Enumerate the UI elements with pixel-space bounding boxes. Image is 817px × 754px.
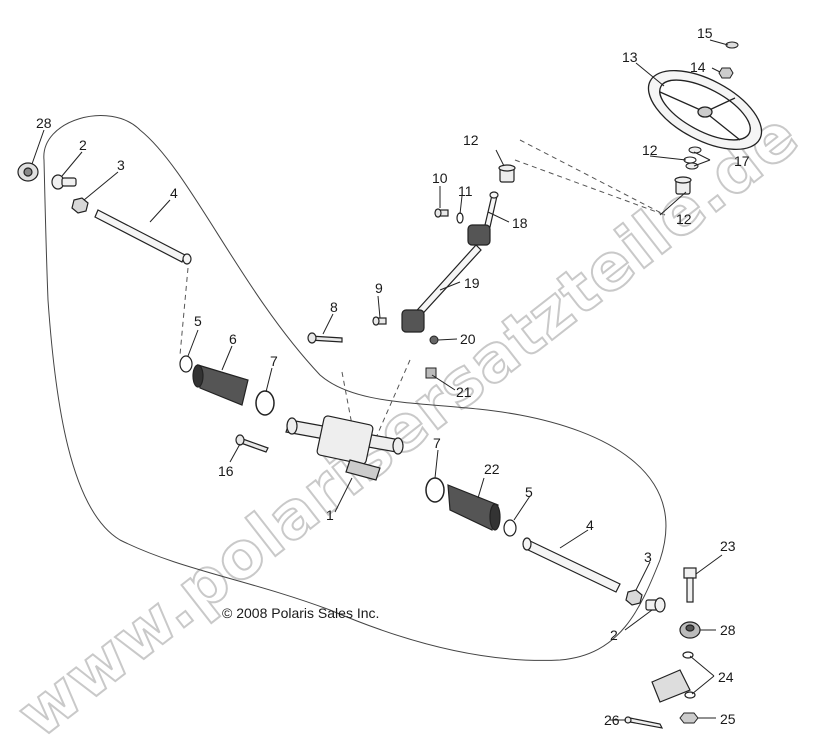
callout-19: 18 [512,215,528,231]
bolt-8 [307,332,343,344]
copyright-text: © 2008 Polaris Sales Inc. [222,605,379,621]
callout-6: 6 [229,331,237,347]
bushing-12-upper [498,164,516,183]
callout-2-right: 2 [610,627,618,643]
callout-9: 9 [375,280,383,296]
tie-rod-end-2-left [51,174,77,190]
callout-15: 14 [690,59,706,75]
callout-27: 26 [604,712,620,728]
bushing-12-lower [674,176,692,195]
clamp-5-right [503,519,517,537]
bolt-17 [235,434,269,453]
u-joint-lower [401,309,425,333]
callout-5-right: 5 [525,484,533,500]
callout-26: 25 [720,711,736,727]
u-joint-19 [467,224,491,246]
callout-2: 2 [79,137,87,153]
tie-rod-4-right [522,537,621,593]
callout-1: 1 [326,507,334,523]
nut-21 [429,335,439,345]
callout-13: 12 [642,142,658,158]
clamp-7-left [255,390,275,416]
callout-4: 4 [170,185,178,201]
callout-12: 12 [463,132,479,148]
callout-23: 22 [484,461,500,477]
bolt-10 [434,208,449,218]
callout-22: 21 [456,384,472,400]
clamp-7-right [425,477,445,503]
bolt-9 [372,316,387,326]
clamp-5-left [179,355,193,373]
washers-18 [685,146,702,170]
leader-lines [31,39,729,721]
callout-10: 10 [432,170,448,186]
bolt-24 [683,567,697,603]
nut-15 [718,67,734,79]
ball-joint-28-right [679,621,701,639]
callout-3: 3 [117,157,125,173]
tie-rod-end-2-right [645,597,666,613]
steering-shaft-20 [409,191,499,323]
ball-joint-28-left [17,162,39,182]
callout-4-right: 4 [586,517,594,533]
boot-6-left [192,364,249,406]
callout-18: 17 [734,153,750,169]
jam-nut-3-left [71,197,89,214]
callout-7: 7 [270,353,278,369]
callout-12-lower: 12 [676,211,692,227]
callout-21: 20 [460,331,476,347]
washer-11 [456,212,464,224]
callout-7-right: 7 [433,435,441,451]
jam-nut-3-right [625,589,643,606]
callout-labels: 28 2 3 4 5 6 7 8 9 10 11 12 18 19 20 21 … [36,25,750,728]
callout-28: 28 [36,115,52,131]
callout-28-right: 28 [720,622,736,638]
callout-20: 19 [464,275,480,291]
callout-16: 15 [697,25,713,41]
steering-wheel-14 [647,69,763,151]
cotter-pin-27 [624,716,664,729]
cap-16 [725,41,739,49]
dashed-connectors [179,139,666,441]
callout-17: 16 [218,463,234,479]
steering-rack-1 [285,415,404,481]
callout-5: 5 [194,313,202,329]
tie-rod-4-left [94,209,192,265]
callout-14: 13 [622,49,638,65]
callout-25: 24 [718,669,734,685]
callout-3-right: 3 [644,549,652,565]
assembly-outline [43,115,667,661]
bracket-25 [651,651,696,703]
callout-11: 11 [458,183,473,199]
nut-22 [425,367,437,379]
callout-24: 23 [720,538,736,554]
boot-23-right [447,484,501,531]
nut-26 [679,712,699,724]
callout-8: 8 [330,299,338,315]
